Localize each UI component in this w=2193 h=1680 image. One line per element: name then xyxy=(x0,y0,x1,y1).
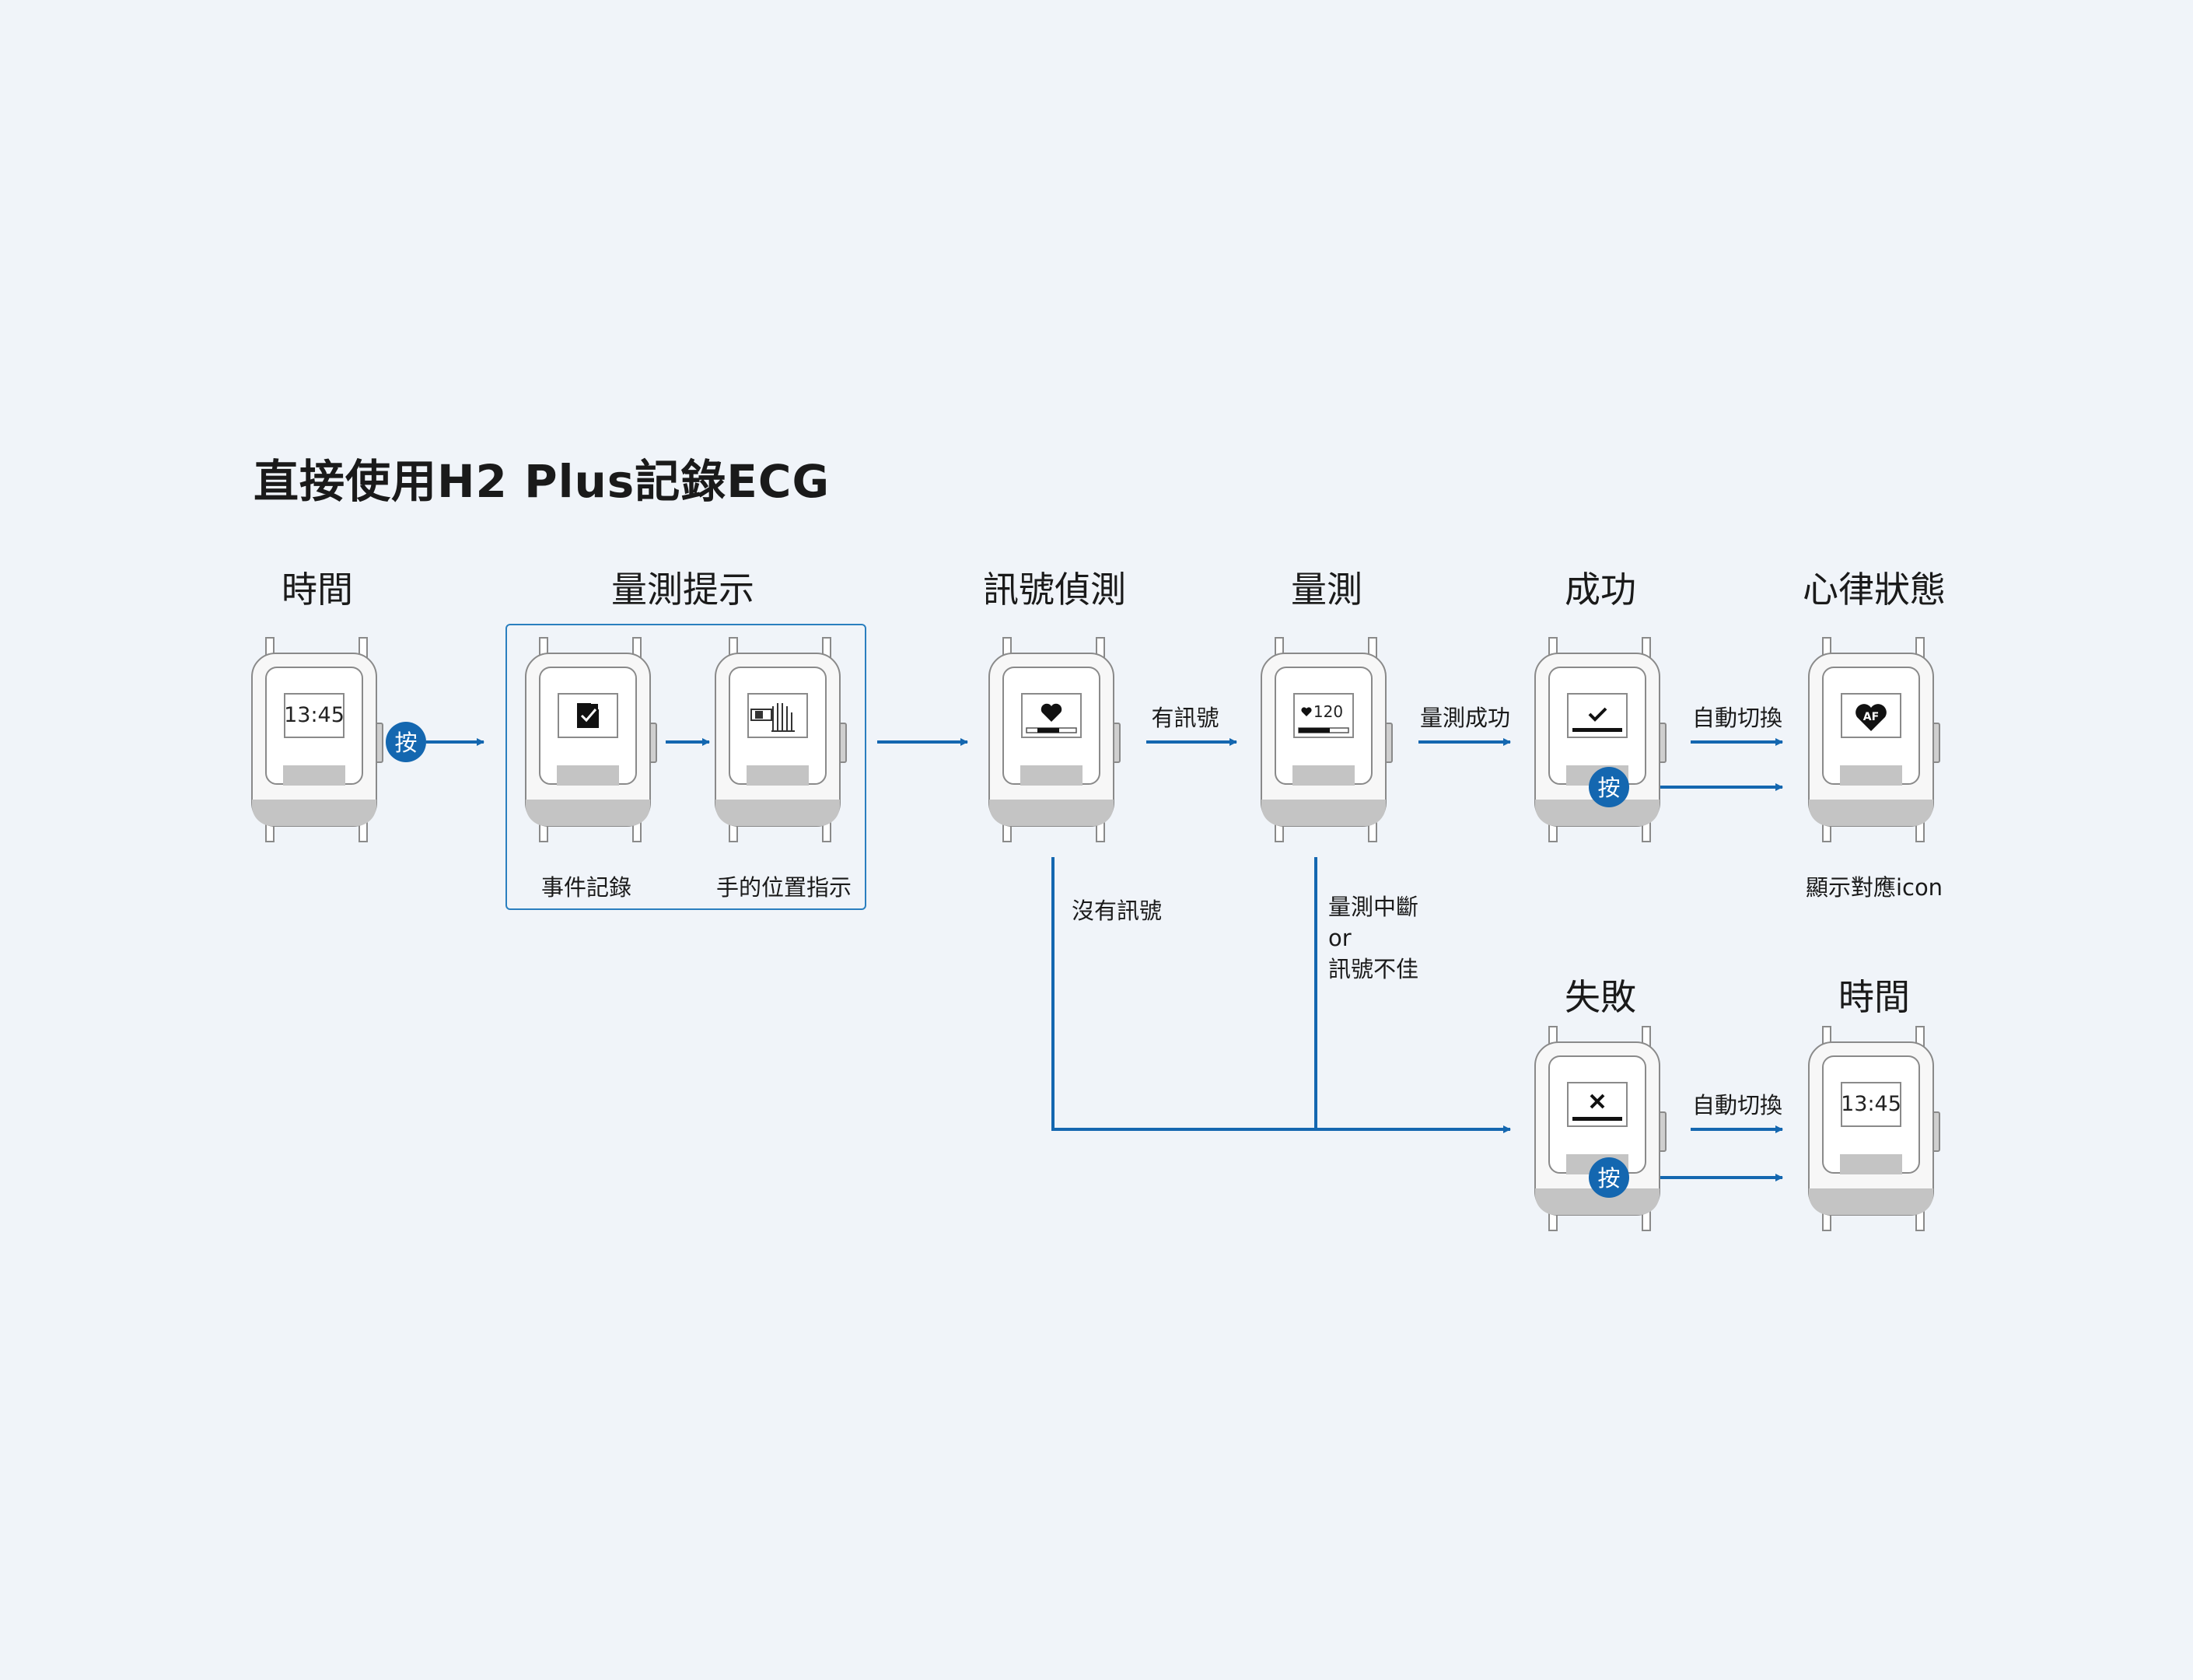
heading-signal-detect: 訊號偵測 xyxy=(983,569,1126,611)
press-badge-success[interactable]: 按 xyxy=(1589,767,1629,807)
heading-fail: 失敗 xyxy=(1565,976,1636,1018)
label-interrupt-line2: or xyxy=(1328,925,1352,951)
label-event-record: 事件記錄 xyxy=(540,874,632,901)
watch-frame xyxy=(1261,637,1393,842)
heading-time-return: 時間 xyxy=(1838,976,1910,1018)
watch-hand-position xyxy=(715,637,847,842)
press-badge-fail-label: 按 xyxy=(1597,1165,1620,1192)
check-icon xyxy=(1588,707,1607,722)
heart-icon xyxy=(1041,703,1062,722)
label-interrupt: 量測中斷 or 訊號不佳 xyxy=(1328,891,1418,985)
heading-rhythm-status: 心律狀態 xyxy=(1803,569,1946,611)
watch-frame xyxy=(1534,637,1667,842)
press-badge-start-label: 按 xyxy=(394,730,417,756)
label-hand-position: 手的位置指示 xyxy=(715,874,852,901)
close-icon xyxy=(1590,1094,1605,1109)
watch-time: 13:45 xyxy=(251,637,383,842)
heading-measure: 量測 xyxy=(1291,569,1362,611)
watch-frame xyxy=(715,637,847,842)
heading-measure-hint: 量測提示 xyxy=(611,569,754,611)
success-bar xyxy=(1572,728,1622,732)
watch-frame xyxy=(1808,1026,1940,1231)
press-badge-fail[interactable]: 按 xyxy=(1589,1157,1629,1198)
watch-frame xyxy=(251,637,383,842)
document-check-icon xyxy=(577,702,600,728)
watch-event-record xyxy=(525,637,657,842)
label-auto-switch-bottom: 自動切換 xyxy=(1691,1092,1783,1118)
watch-time-return: 13:45 xyxy=(1808,1026,1940,1231)
label-show-icon: 顯示對應icon xyxy=(1805,874,1943,901)
label-interrupt-line3: 訊號不佳 xyxy=(1328,956,1419,982)
heading-time: 時間 xyxy=(282,569,353,611)
label-interrupt-line1: 量測中斷 xyxy=(1328,894,1419,920)
page-title: 直接使用H2 Plus記錄ECG xyxy=(254,455,831,508)
watch-measure: 120 xyxy=(1261,637,1393,842)
watch-frame xyxy=(988,637,1121,842)
watch-success: 按 xyxy=(1534,637,1667,842)
measure-progress-bar xyxy=(1298,727,1349,733)
label-measure-success: 量測成功 xyxy=(1419,705,1511,731)
watch-signal-detect xyxy=(988,637,1121,842)
watch-rhythm-status: AF xyxy=(1808,637,1940,842)
press-badge-start[interactable]: 按 xyxy=(386,722,426,762)
af-heart-icon xyxy=(1855,704,1887,731)
clock-time-text: 13:45 xyxy=(284,703,345,727)
watch-screen xyxy=(1841,1082,1901,1127)
label-auto-switch-top: 自動切換 xyxy=(1691,705,1783,731)
hand-on-watch-icon xyxy=(750,703,795,732)
label-has-signal: 有訊號 xyxy=(1151,705,1219,731)
heading-success: 成功 xyxy=(1565,569,1636,611)
small-heart-icon xyxy=(1301,707,1312,716)
fail-bar xyxy=(1572,1117,1622,1121)
detect-progress-bar xyxy=(1026,727,1077,733)
watch-frame xyxy=(1808,637,1940,842)
watch-frame xyxy=(1534,1026,1667,1231)
measure-hint-group xyxy=(505,624,866,910)
press-badge-success-label: 按 xyxy=(1597,775,1620,801)
af-label: AF xyxy=(1863,711,1879,723)
watch-frame xyxy=(525,637,657,842)
watch-fail: 按 xyxy=(1534,1026,1667,1231)
label-no-signal: 沒有訊號 xyxy=(1072,898,1163,924)
clock-time-text-return: 13:45 xyxy=(1841,1092,1901,1116)
heart-rate-text: 120 xyxy=(1313,702,1343,721)
line-no-signal xyxy=(1051,857,1511,1133)
watch-screen xyxy=(284,693,345,738)
